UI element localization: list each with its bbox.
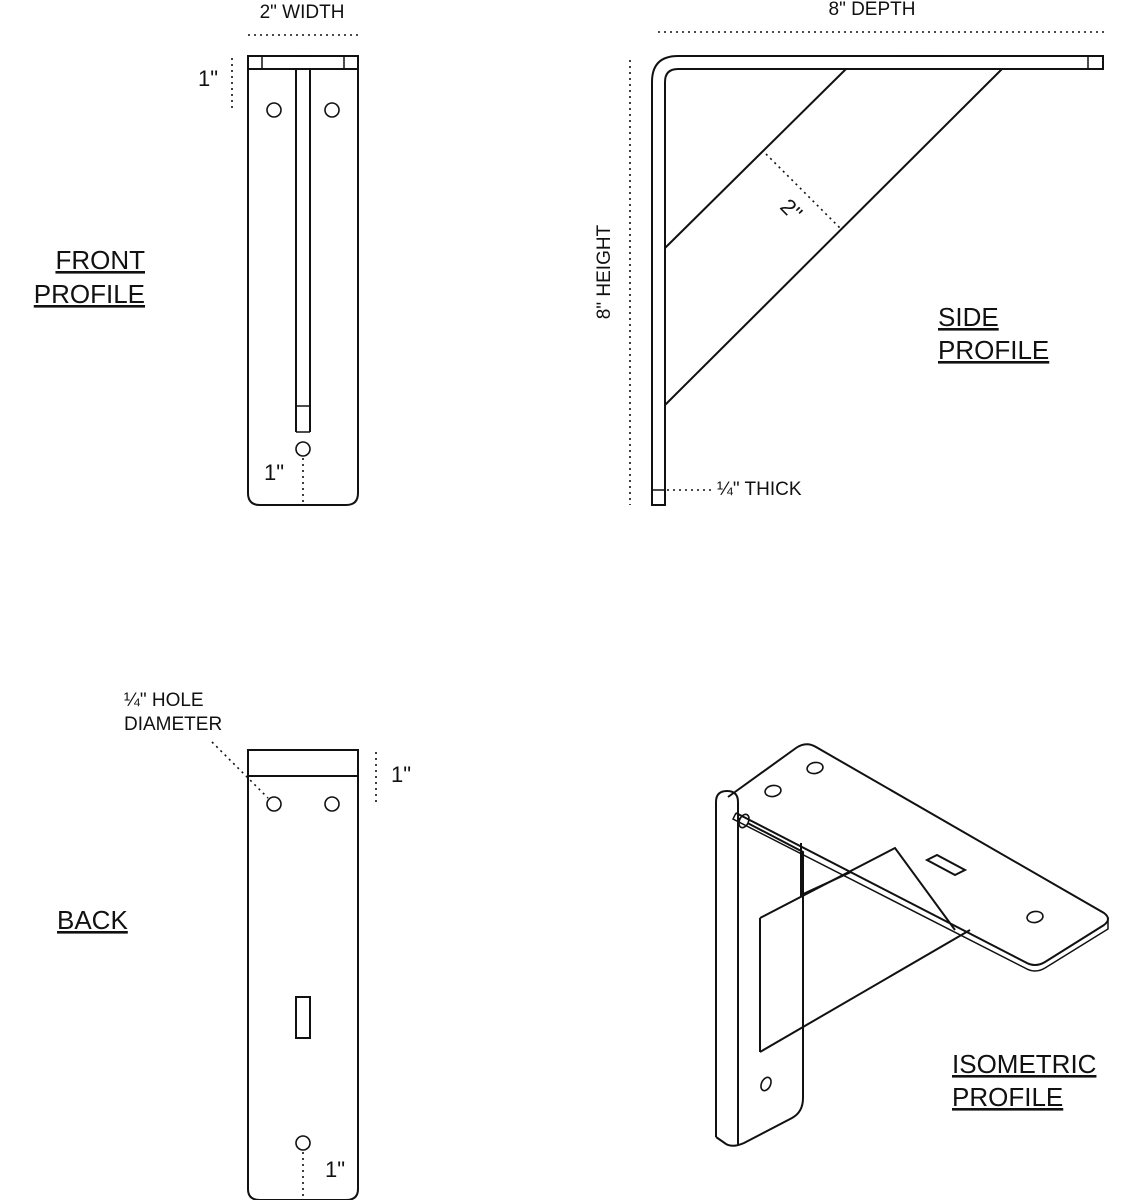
- front-bracket-outline: [247, 55, 359, 506]
- iso-top-plate: [727, 743, 1109, 966]
- iso-top-hole-back: [806, 761, 824, 775]
- front-hole-left: [266, 102, 282, 118]
- back-title: BACK: [57, 905, 128, 935]
- side-profile-title-line2: PROFILE: [938, 335, 1049, 365]
- iso-top-plate-thickness: [731, 812, 1109, 972]
- back-bottom-offset-label: 1": [325, 1157, 345, 1182]
- back-hole-label-line1: ¼" HOLE: [124, 690, 204, 711]
- back-slot: [295, 996, 311, 1039]
- back-hole-bottom: [295, 1135, 311, 1151]
- side-brace-width-label: 2": [775, 194, 807, 226]
- iso-top-hole-end: [1026, 910, 1044, 924]
- iso-profile-title-line2: PROFILE: [952, 1082, 1063, 1112]
- side-brace-upper-edge: [664, 68, 847, 249]
- side-brace-width-line: [765, 153, 841, 229]
- front-profile-view: 2" WIDTH 1" 1" FRONT PROFILE: [34, 2, 359, 506]
- front-profile-title-line1: FRONT: [55, 245, 145, 275]
- iso-brace-upper-edge: [759, 846, 956, 931]
- side-height-label: 8" HEIGHT: [594, 224, 615, 319]
- side-profile-title-line1: SIDE: [938, 302, 999, 332]
- iso-wall-plate-edge: [715, 789, 739, 1145]
- iso-top-slot: [924, 853, 968, 877]
- front-top-offset-label: 1": [198, 66, 218, 91]
- back-top-offset-label: 1": [391, 762, 411, 787]
- side-profile-view: 8" DEPTH 2" 8" HEIGHT ¼" THICK SIDE PROF…: [594, 0, 1104, 506]
- back-hole-right: [324, 796, 340, 812]
- back-hole-left: [266, 796, 282, 812]
- side-thickness-label: ¼" THICK: [717, 479, 802, 500]
- iso-top-hole-front: [764, 784, 782, 798]
- side-depth-label: 8" DEPTH: [829, 0, 916, 20]
- iso-wall-plate-face: [715, 817, 804, 1147]
- front-width-label: 2" WIDTH: [260, 2, 345, 23]
- back-bracket-outline: [247, 749, 359, 1200]
- front-bottom-offset-label: 1": [264, 460, 284, 485]
- front-profile-title-line2: PROFILE: [34, 279, 145, 309]
- back-view: ¼" HOLE DIAMETER 1" 1" BACK: [57, 690, 411, 1200]
- side-bracket-outline: [651, 55, 1104, 506]
- iso-brace-lower-edge: [759, 929, 971, 1053]
- iso-wall-hole-bottom: [760, 1076, 772, 1092]
- side-brace-lower-edge: [664, 68, 1003, 406]
- iso-profile-title-line1: ISOMETRIC: [952, 1049, 1096, 1079]
- front-hole-bottom: [295, 441, 311, 457]
- back-hole-leader: [211, 741, 269, 799]
- back-hole-label-line2: DIAMETER: [124, 714, 222, 735]
- isometric-view: ISOMETRIC PROFILE: [715, 743, 1109, 1147]
- front-hole-right: [324, 102, 340, 118]
